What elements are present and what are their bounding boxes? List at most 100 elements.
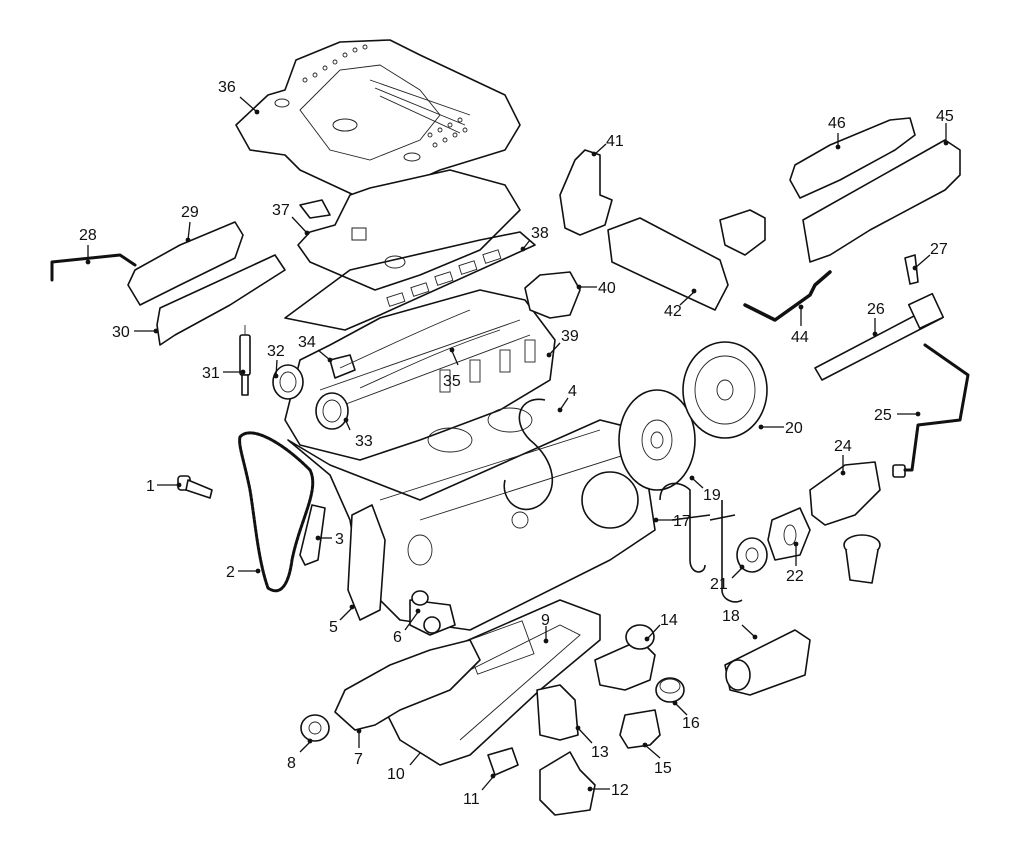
svg-text:9: 9	[541, 612, 550, 629]
callout-6[interactable]: 6	[393, 608, 421, 646]
part-pressure-sensor	[904, 254, 919, 285]
svg-text:10: 10	[387, 766, 405, 783]
callout-22[interactable]: 22	[786, 541, 804, 585]
callout-9[interactable]: 9	[541, 612, 550, 644]
svg-text:18: 18	[722, 608, 740, 625]
part-cylinder-block	[287, 407, 656, 631]
part-glow-plug	[239, 325, 251, 396]
callout-33[interactable]: 33	[343, 417, 373, 450]
svg-text:2: 2	[226, 564, 235, 581]
callout-14[interactable]: 14	[644, 612, 678, 642]
part-fuel-rail	[814, 292, 945, 381]
callout-36[interactable]: 36	[218, 79, 260, 115]
callout-28[interactable]: 28	[79, 227, 97, 265]
callout-1[interactable]: 1	[146, 478, 182, 495]
svg-text:6: 6	[393, 629, 402, 646]
part-egr-valve	[559, 149, 613, 236]
callout-15[interactable]: 15	[642, 742, 672, 777]
callout-11[interactable]: 11	[463, 773, 496, 808]
svg-text:21: 21	[710, 576, 728, 593]
part-intake-gasket	[789, 117, 916, 199]
part-oil-filter-element	[619, 709, 661, 749]
svg-text:26: 26	[867, 301, 885, 318]
callout-26[interactable]: 26	[867, 301, 885, 337]
callout-31[interactable]: 31	[202, 365, 246, 382]
callout-24[interactable]: 24	[834, 438, 852, 476]
svg-text:38: 38	[531, 225, 549, 242]
part-clutch-plate	[682, 341, 768, 439]
svg-text:5: 5	[329, 619, 338, 636]
svg-text:16: 16	[682, 715, 700, 732]
svg-text:25: 25	[874, 407, 892, 424]
svg-text:15: 15	[654, 760, 672, 777]
part-head-cover	[297, 169, 521, 291]
parts-artwork	[50, 39, 970, 816]
part-oil-filter-cap	[655, 677, 685, 703]
callout-16[interactable]: 16	[672, 700, 700, 732]
svg-text:12: 12	[611, 782, 629, 799]
callout-2[interactable]: 2	[226, 564, 261, 581]
callout-19[interactable]: 19	[689, 475, 721, 504]
callout-38[interactable]: 38	[520, 225, 549, 252]
svg-text:29: 29	[181, 204, 199, 221]
part-oil-pump	[409, 590, 456, 636]
callout-13[interactable]: 13	[575, 725, 609, 761]
callout-12[interactable]: 12	[587, 782, 629, 799]
svg-text:3: 3	[335, 531, 344, 548]
callout-21[interactable]: 21	[710, 564, 745, 593]
callout-35[interactable]: 35	[443, 347, 461, 390]
part-crank-pulley	[300, 714, 330, 742]
part-manifold-gasket	[156, 254, 286, 346]
callout-4[interactable]: 4	[557, 383, 577, 413]
part-exhaust-manifold	[127, 221, 244, 306]
svg-text:14: 14	[660, 612, 678, 629]
part-pulley	[736, 537, 768, 573]
callout-34[interactable]: 34	[298, 334, 333, 363]
callout-20[interactable]: 20	[758, 420, 803, 437]
part-engine-cover	[235, 39, 521, 197]
callout-8[interactable]: 8	[287, 738, 313, 772]
part-head-cover-gasket	[284, 231, 536, 331]
part-egr-pipe	[743, 270, 832, 322]
callout-45[interactable]: 45	[936, 108, 954, 146]
callout-27[interactable]: 27	[912, 241, 948, 271]
part-bolt	[177, 475, 213, 499]
svg-text:28: 28	[79, 227, 97, 244]
callout-41[interactable]: 41	[591, 133, 624, 157]
svg-text:8: 8	[287, 755, 296, 772]
callout-44[interactable]: 44	[791, 304, 809, 346]
callout-32[interactable]: 32	[267, 343, 285, 379]
part-starter-motor	[724, 629, 811, 696]
callout-29[interactable]: 29	[181, 204, 199, 243]
svg-text:27: 27	[930, 241, 948, 258]
part-pump-flange	[767, 507, 811, 561]
callouts: 1 2 3 4 5 6 7 8 9 10 11 12 13 14 15 16 1…	[79, 79, 954, 808]
callout-46[interactable]: 46	[828, 115, 846, 150]
part-pipe	[50, 253, 137, 282]
svg-text:37: 37	[272, 202, 290, 219]
callout-10[interactable]: 10	[387, 752, 421, 783]
callout-18[interactable]: 18	[722, 608, 758, 640]
svg-text:41: 41	[606, 133, 624, 150]
callout-30[interactable]: 30	[112, 324, 159, 341]
callout-42[interactable]: 42	[664, 288, 697, 320]
svg-text:44: 44	[791, 329, 809, 346]
svg-text:35: 35	[443, 373, 461, 390]
svg-text:24: 24	[834, 438, 852, 455]
callout-5[interactable]: 5	[329, 604, 355, 636]
part-egr-cooler	[607, 217, 729, 311]
svg-text:33: 33	[355, 433, 373, 450]
callout-39[interactable]: 39	[546, 328, 579, 358]
callout-37[interactable]: 37	[272, 202, 310, 236]
part-intake-manifold	[802, 139, 961, 263]
callout-17[interactable]: 17	[653, 513, 691, 530]
svg-text:22: 22	[786, 568, 804, 585]
part-vacuum-pump	[524, 271, 581, 319]
callout-40[interactable]: 40	[576, 280, 616, 297]
callout-7[interactable]: 7	[354, 728, 363, 768]
callout-3[interactable]: 3	[315, 531, 344, 548]
svg-text:45: 45	[936, 108, 954, 125]
part-throttle-body	[719, 209, 766, 256]
callout-25[interactable]: 25	[874, 407, 921, 424]
